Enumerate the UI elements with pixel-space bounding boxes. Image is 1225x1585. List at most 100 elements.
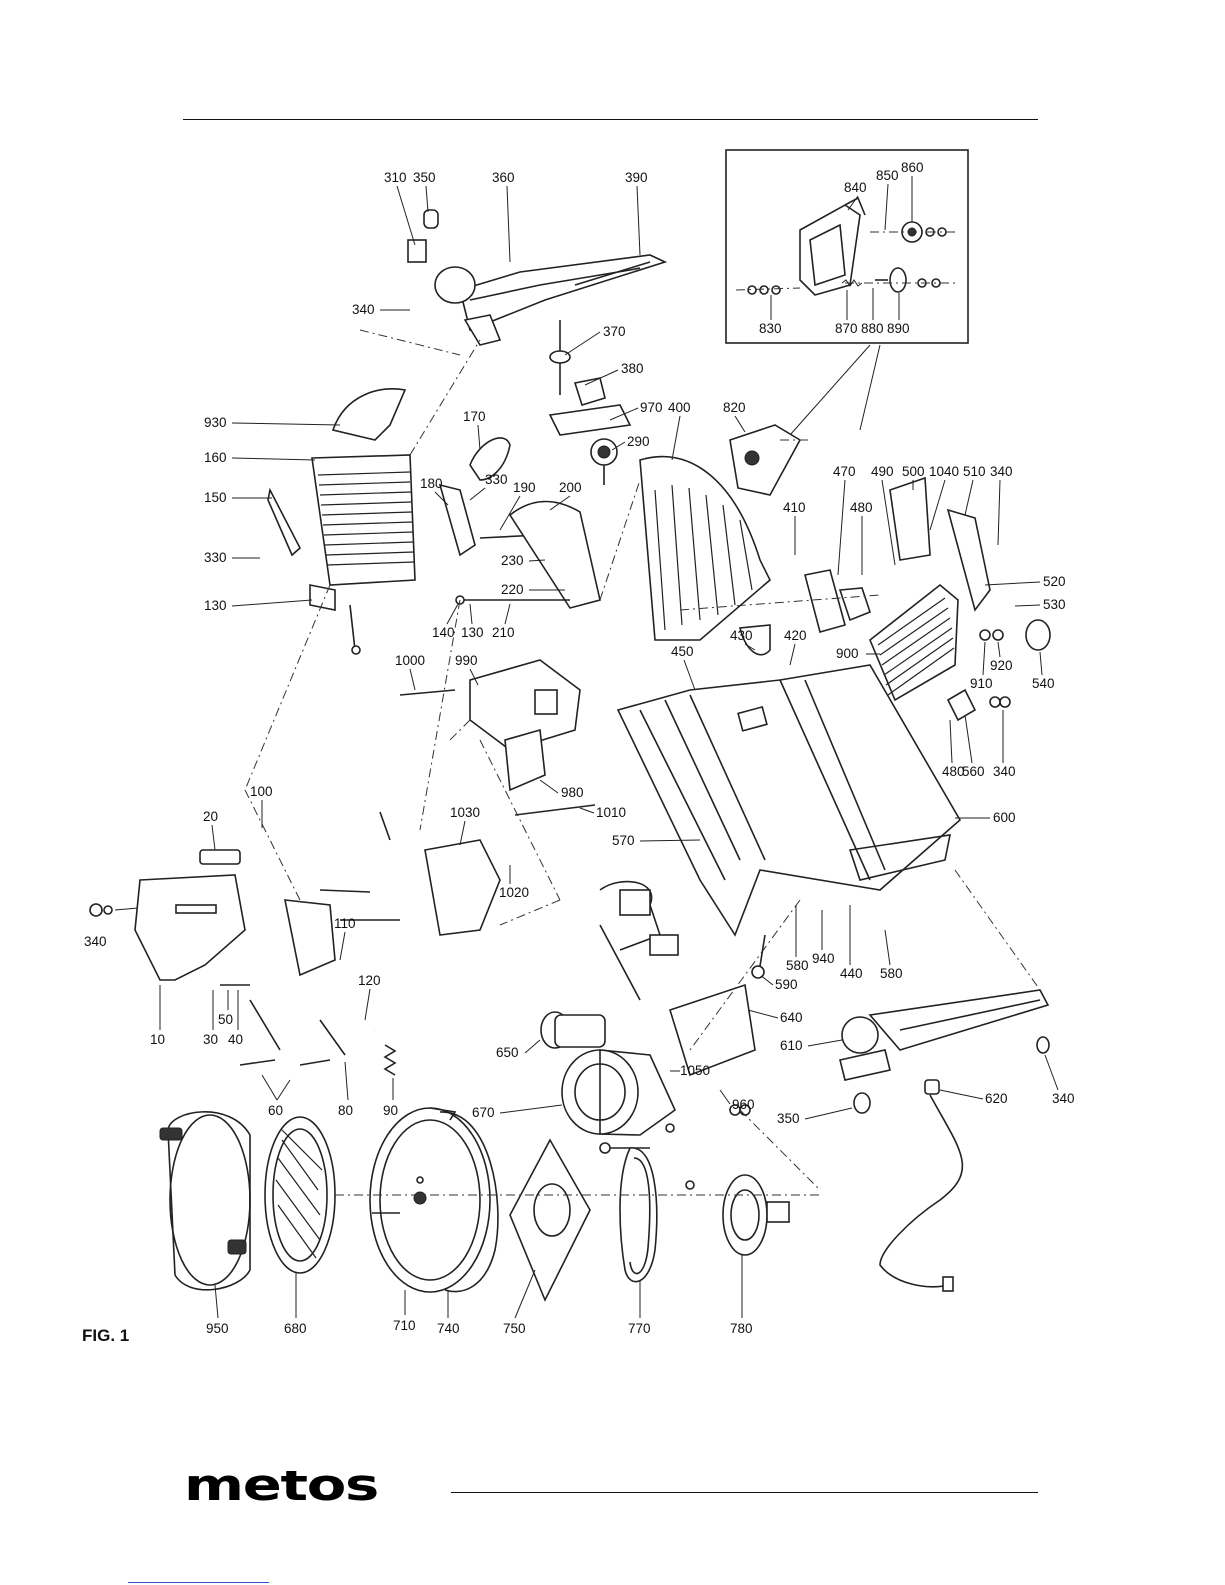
part-labels: 310 350 360 390 340 370 380 970 290 840 …	[84, 160, 1075, 1336]
label-900: 900	[836, 646, 859, 661]
label-470: 470	[833, 464, 856, 479]
label-910: 910	[970, 676, 993, 691]
label-740: 740	[437, 1321, 460, 1336]
label-670: 670	[472, 1105, 495, 1120]
label-1040: 1040	[929, 464, 959, 479]
label-360: 360	[492, 170, 515, 185]
label-340a: 340	[352, 302, 375, 317]
label-960: 960	[732, 1097, 755, 1112]
motor-assembly	[540, 880, 756, 1190]
label-330b: 330	[485, 472, 508, 487]
label-10: 10	[150, 1032, 165, 1047]
label-600: 600	[993, 810, 1016, 825]
explosion-lines	[244, 339, 1041, 1191]
label-510: 510	[963, 464, 986, 479]
label-650: 650	[496, 1045, 519, 1060]
label-500: 500	[902, 464, 925, 479]
label-230: 230	[501, 553, 524, 568]
label-340c: 340	[990, 464, 1013, 479]
base-left	[134, 828, 400, 1076]
label-580a: 580	[786, 958, 809, 973]
label-850: 850	[876, 168, 899, 183]
label-1050: 1050	[680, 1063, 710, 1078]
slide-assembly	[379, 659, 596, 936]
label-480a: 480	[850, 500, 873, 515]
label-130b: 130	[461, 625, 484, 640]
label-110: 110	[334, 916, 356, 931]
label-20: 20	[203, 809, 218, 824]
label-40: 40	[228, 1032, 243, 1047]
label-370: 370	[603, 324, 626, 339]
label-710: 710	[393, 1318, 416, 1333]
label-480b: 480	[942, 764, 965, 779]
label-100: 100	[250, 784, 273, 799]
guard-930	[331, 388, 407, 441]
label-950: 950	[206, 1321, 229, 1336]
label-170: 170	[463, 409, 486, 424]
label-930: 930	[204, 415, 227, 430]
label-490: 490	[871, 464, 894, 479]
label-340e: 340	[1052, 1091, 1075, 1106]
left-housing	[267, 454, 601, 655]
label-330a: 330	[204, 550, 227, 565]
label-210: 210	[492, 625, 515, 640]
label-290: 290	[627, 434, 650, 449]
label-860: 860	[901, 160, 924, 175]
label-580b: 580	[880, 966, 903, 981]
label-940: 940	[812, 951, 835, 966]
label-440: 440	[840, 966, 863, 981]
label-430: 430	[730, 628, 753, 643]
label-350a: 350	[413, 170, 436, 185]
label-90: 90	[383, 1103, 398, 1118]
right-side	[804, 476, 1051, 722]
metos-logo: metos	[184, 1471, 379, 1501]
label-130a: 130	[204, 598, 227, 613]
label-30: 30	[203, 1032, 218, 1047]
label-390: 390	[625, 170, 648, 185]
label-610: 610	[780, 1038, 803, 1053]
label-340b: 340	[84, 934, 107, 949]
label-920: 920	[990, 658, 1013, 673]
label-540: 540	[1032, 676, 1055, 691]
label-530: 530	[1043, 597, 1066, 612]
label-870: 870	[835, 321, 858, 336]
label-450: 450	[671, 644, 694, 659]
label-140: 140	[432, 625, 455, 640]
top-rule	[183, 119, 1038, 120]
label-990: 990	[455, 653, 478, 668]
label-410: 410	[783, 500, 806, 515]
label-50: 50	[218, 1012, 233, 1027]
inset-detail	[725, 149, 969, 344]
label-750: 750	[503, 1321, 526, 1336]
label-890: 890	[887, 321, 910, 336]
bottom-rule	[451, 1492, 1038, 1493]
label-780: 780	[730, 1321, 753, 1336]
link-underline	[128, 1582, 269, 1583]
lower-right-arm	[839, 989, 1050, 1292]
blade-row	[159, 1107, 820, 1302]
label-840: 840	[844, 180, 867, 195]
label-570: 570	[612, 833, 635, 848]
label-770: 770	[628, 1321, 651, 1336]
label-820: 820	[723, 400, 746, 415]
label-380: 380	[621, 361, 644, 376]
label-1030: 1030	[450, 805, 480, 820]
label-350b: 350	[777, 1111, 800, 1126]
label-970: 970	[640, 400, 663, 415]
guard-170	[469, 437, 511, 481]
label-310: 310	[384, 170, 407, 185]
label-80: 80	[338, 1103, 353, 1118]
label-880: 880	[861, 321, 884, 336]
label-200: 200	[559, 480, 582, 495]
label-980: 980	[561, 785, 584, 800]
label-1020: 1020	[499, 885, 529, 900]
label-1000: 1000	[395, 653, 425, 668]
label-400: 400	[668, 400, 691, 415]
label-150: 150	[204, 490, 227, 505]
label-560: 560	[962, 764, 985, 779]
label-60: 60	[268, 1103, 283, 1118]
label-680: 680	[284, 1321, 307, 1336]
carriage-arm	[359, 209, 668, 485]
figure-caption: FIG. 1	[82, 1326, 130, 1345]
